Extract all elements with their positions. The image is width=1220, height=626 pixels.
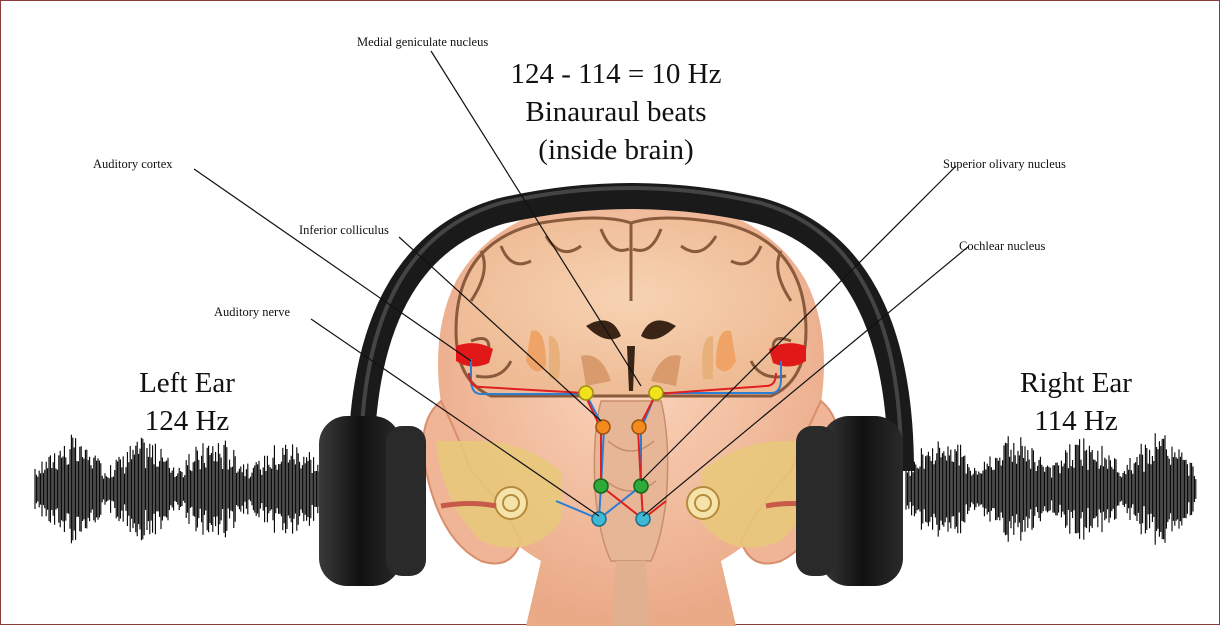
inferior-colliculus-left-node — [596, 420, 610, 434]
cochlear-nucleus-label: Cochlear nucleus — [959, 239, 1045, 254]
cochlear-nucleus-left-node — [592, 512, 606, 526]
beat-frequency-equation: 124 - 114 = 10 Hz — [446, 57, 786, 91]
inferior-colliculus-label: Inferior colliculus — [299, 223, 389, 238]
medial-geniculate-label: Medial geniculate nucleus — [357, 35, 488, 50]
left-ear-waveform — [35, 435, 330, 543]
inferior-colliculus-right-node — [632, 420, 646, 434]
binaural-beats-title: Binauraul beats — [446, 95, 786, 129]
medial-geniculate-right-node — [649, 386, 663, 400]
left-ear-frequency: 124 Hz — [97, 404, 277, 438]
superior-olivary-right-node — [634, 479, 648, 493]
right-ear-frequency: 114 Hz — [986, 404, 1166, 438]
superior-olivary-label: Superior olivary nucleus — [943, 157, 1066, 172]
auditory-cortex-label: Auditory cortex — [93, 157, 173, 172]
right-ear-waveform — [906, 433, 1196, 545]
right-ear-label: Right Ear — [986, 366, 1166, 400]
auditory-nerve-label: Auditory nerve — [214, 305, 290, 320]
superior-olivary-left-node — [594, 479, 608, 493]
inside-brain-subtitle: (inside brain) — [446, 133, 786, 167]
medial-geniculate-left-node — [579, 386, 593, 400]
left-ear-label: Left Ear — [97, 366, 277, 400]
cochlear-nucleus-right-node — [636, 512, 650, 526]
